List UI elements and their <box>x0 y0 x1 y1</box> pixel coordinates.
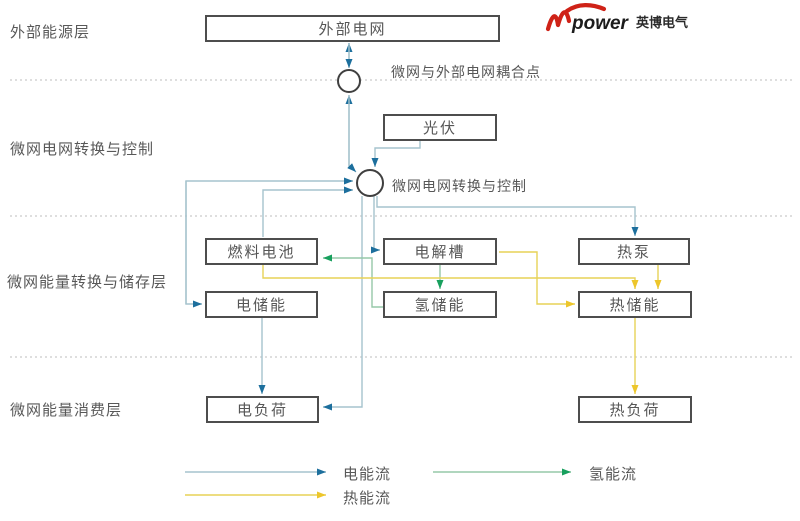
node-external-grid: 外部电网 <box>205 15 500 42</box>
layer-label-storage: 微网能量转换与储存层 <box>7 274 168 291</box>
edge-coupling-to-conversion <box>347 95 357 173</box>
edge-pv-to-conversion <box>371 141 421 167</box>
node-electric-load: 电负荷 <box>206 396 319 423</box>
node-fuel-cell: 燃料电池 <box>205 238 318 265</box>
edge-conversion-to-battery <box>185 181 202 308</box>
logo-brand-text: power <box>571 13 630 34</box>
layer-label-consumption: 微网能量消费层 <box>10 402 123 419</box>
brand-logo-graphic: power 英博电气 <box>545 3 688 34</box>
conversion-control-label: 微网电网转换与控制 <box>392 178 527 194</box>
edge-conversion-to-electrolyzer <box>371 196 380 254</box>
logo-w-swoosh-icon <box>545 3 607 32</box>
logo-company-text: 英博电气 <box>635 15 688 30</box>
node-hydrogen-storage: 氢储能 <box>383 291 497 318</box>
legend-label-electric: 电能流 <box>343 466 392 483</box>
node-heat-load: 热负荷 <box>578 396 692 423</box>
coupling-point-label: 微网与外部电网耦合点 <box>391 64 541 80</box>
node-heat-pump: 热泵 <box>578 238 690 265</box>
edge-conversion-to-heat-pump <box>376 196 639 236</box>
conversion-control-circle <box>356 169 384 197</box>
edge-hydrogen-storage-to-fuel-cell <box>323 254 383 308</box>
node-electrolyzer: 电解槽 <box>383 238 497 265</box>
node-battery-storage: 电储能 <box>205 291 318 318</box>
layer-label-external-energy: 外部能源层 <box>10 24 91 41</box>
node-pv: 光伏 <box>383 114 497 141</box>
legend-label-hydrogen: 氢能流 <box>589 466 638 483</box>
edge-conversion-to-electric-load <box>323 196 363 411</box>
edge-fuel-cell-to-conversion <box>262 186 353 237</box>
brand-logo: power 英博电气 <box>542 2 702 36</box>
edge-fuel-cell-to-heat-storage <box>262 265 639 289</box>
legend-label-heat: 热能流 <box>343 490 392 507</box>
coupling-point-circle <box>337 69 361 93</box>
layer-label-grid-conversion: 微网电网转换与控制 <box>10 141 155 158</box>
edge-electrolyzer-to-heat-storage <box>499 251 575 308</box>
node-heat-storage: 热储能 <box>578 291 692 318</box>
